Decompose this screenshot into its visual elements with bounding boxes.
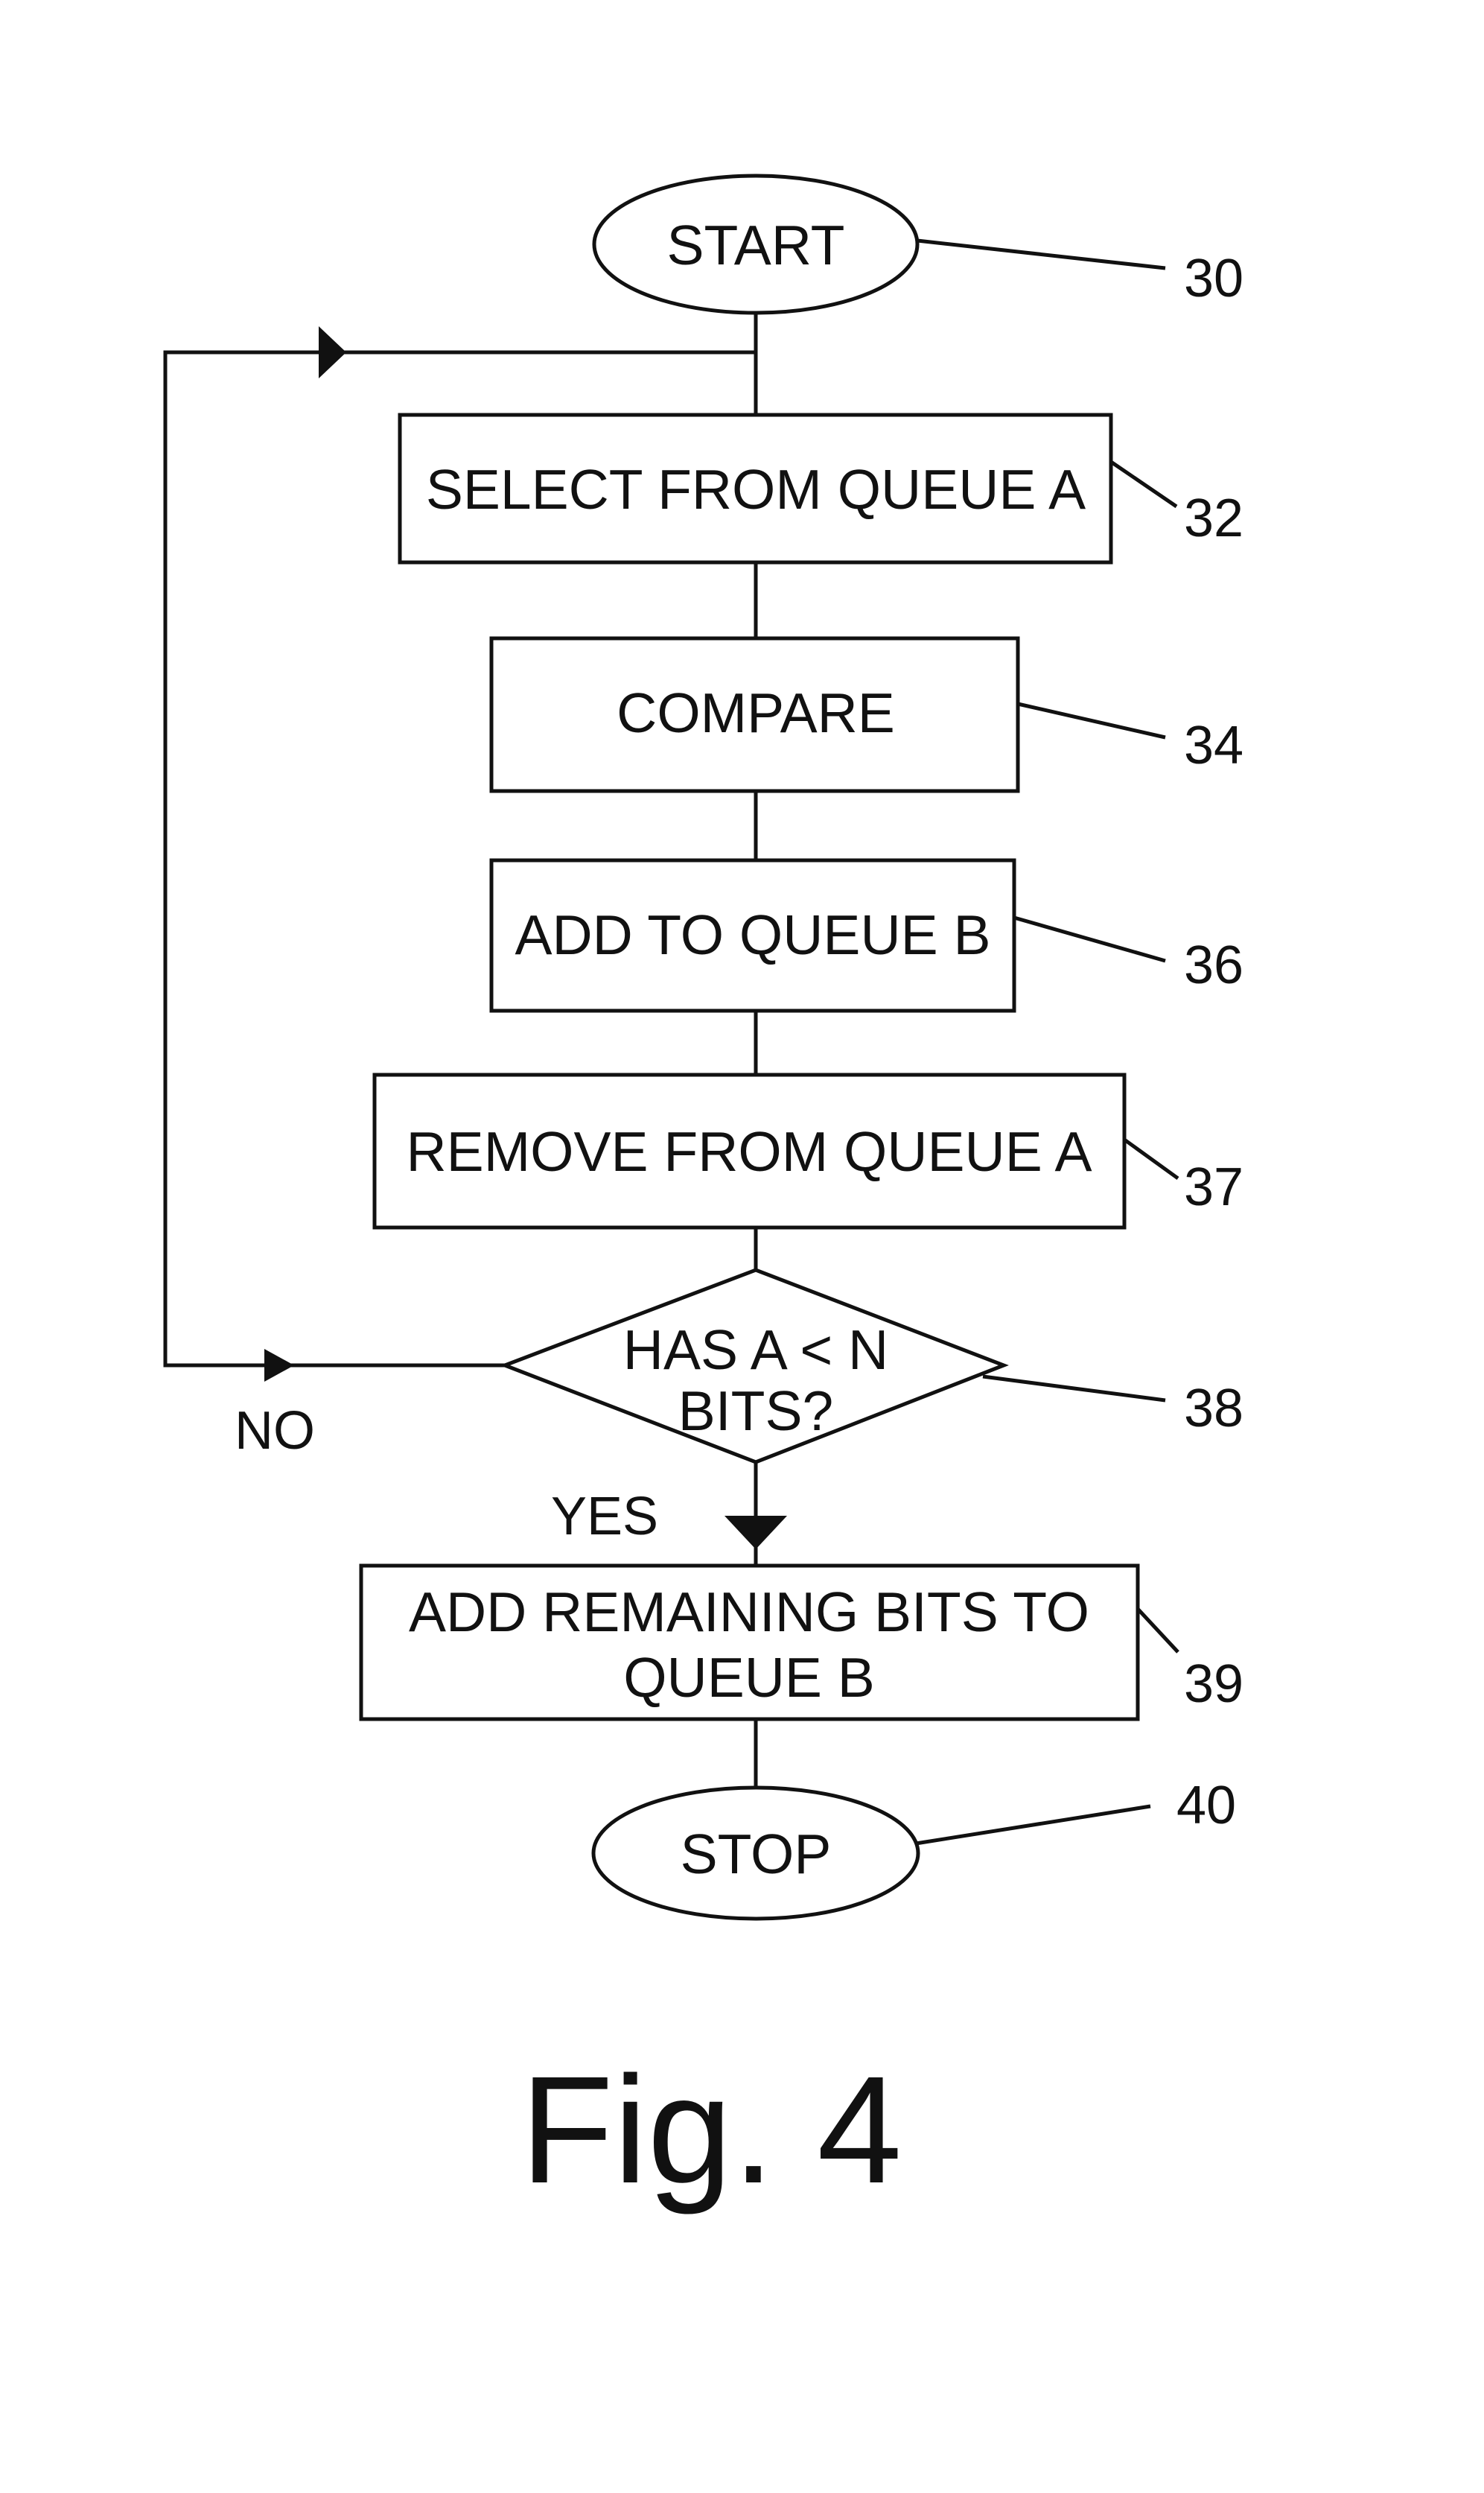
no-branch-label: NO: [235, 1401, 315, 1461]
ref-38: 38: [1184, 1379, 1243, 1438]
remove-from-queue-a-label: REMOVE FROM QUEUE A: [407, 1120, 1092, 1183]
leader-36: [1014, 918, 1165, 961]
leader-30: [917, 241, 1165, 268]
decision-label-line2: BITS?: [678, 1379, 833, 1442]
ref-36: 36: [1184, 936, 1243, 995]
ref-39: 39: [1184, 1654, 1243, 1714]
add-to-queue-b-label: ADD TO QUEUE B: [515, 903, 990, 966]
no-arrowhead-left: [264, 1349, 294, 1382]
branch-labels: NO YES: [235, 1401, 658, 1546]
node-labels: START SELECT FROM QUEUE A COMPARE ADD TO…: [407, 214, 1092, 1885]
decision-label-line1: HAS A < N: [623, 1318, 888, 1381]
leader-39: [1138, 1609, 1178, 1652]
leader-37: [1124, 1140, 1178, 1178]
ref-40: 40: [1176, 1776, 1236, 1835]
leader-34: [1018, 704, 1165, 737]
leader-40: [916, 1806, 1150, 1843]
start-label: START: [667, 214, 845, 276]
loop-arrowhead-right: [319, 326, 346, 378]
ref-37: 37: [1184, 1157, 1243, 1217]
yes-arrowhead-down: [725, 1516, 787, 1549]
add-remaining-label-line2: QUEUE B: [623, 1646, 875, 1709]
ref-32: 32: [1184, 489, 1243, 548]
stop-label: STOP: [681, 1823, 832, 1885]
ref-34: 34: [1184, 716, 1243, 775]
select-label: SELECT FROM QUEUE A: [426, 458, 1086, 521]
yes-branch-label: YES: [551, 1487, 658, 1546]
leader-38: [983, 1376, 1165, 1400]
reference-numerals: 30 32 34 36 37 38 39 40: [1176, 249, 1243, 1835]
add-remaining-label-line1: ADD REMAINING BITS TO: [409, 1581, 1089, 1643]
ref-30: 30: [1184, 249, 1243, 308]
leader-32: [1111, 462, 1176, 506]
compare-label: COMPARE: [617, 682, 895, 744]
figure-caption: Fig. 4: [520, 2045, 902, 2215]
